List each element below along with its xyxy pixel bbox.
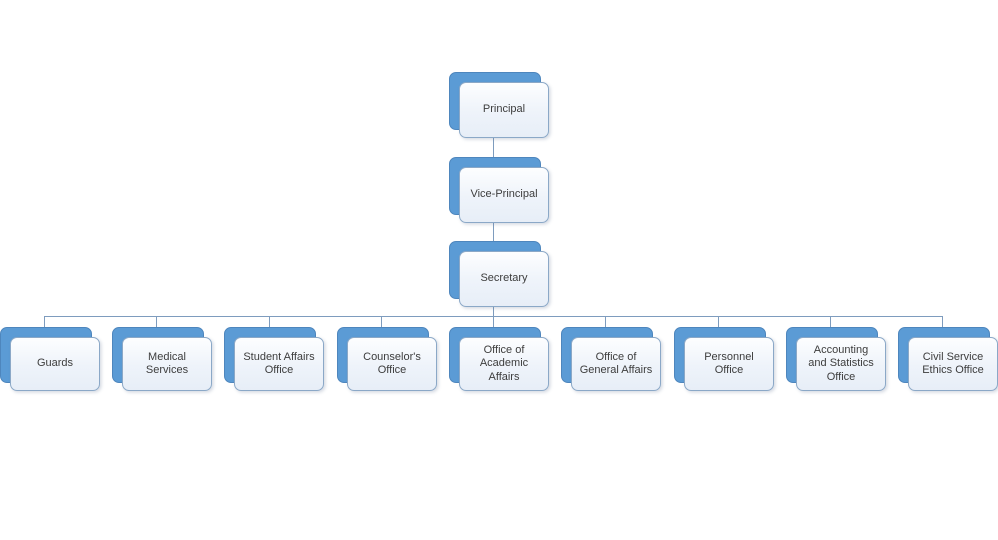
org-node-civil-service-ethics-office[interactable]: Civil Service Ethics Office	[898, 327, 998, 391]
org-node-office-of-academic-affairs[interactable]: Office of Academic Affairs	[449, 327, 549, 391]
node-label: Office of Academic Affairs	[479, 343, 529, 383]
connector-drop-general-affairs	[605, 317, 606, 331]
node-label: Accounting and Statistics Office	[808, 343, 874, 383]
connector-drop-academic-affairs	[493, 317, 494, 331]
connector-drop-medical-services	[156, 317, 157, 331]
connector-drop-personnel	[718, 317, 719, 331]
org-node-counselors-office[interactable]: Counselor's Office	[337, 327, 437, 391]
node-label: Civil Service Ethics Office	[922, 350, 984, 376]
org-node-medical-services[interactable]: Medical Services	[112, 327, 212, 391]
node-label: Medical Services	[145, 350, 189, 376]
connector-drop-counselors	[381, 317, 382, 331]
node-label: Counselor's Office	[363, 350, 421, 376]
node-label: Office of General Affairs	[579, 350, 653, 376]
org-node-office-of-general-affairs[interactable]: Office of General Affairs	[561, 327, 661, 391]
node-body: Student Affairs Office	[234, 337, 324, 391]
node-body: Vice-Principal	[459, 167, 549, 223]
org-node-principal[interactable]: Principal	[449, 72, 549, 138]
connector-vice-principal-secretary	[493, 195, 494, 285]
node-label: Secretary	[480, 272, 528, 285]
connector-drop-accounting-statistics	[830, 317, 831, 331]
node-body: Office of Academic Affairs	[459, 337, 549, 391]
node-body: Personnel Office	[684, 337, 774, 391]
node-body: Medical Services	[122, 337, 212, 391]
connector-bus-line	[44, 316, 943, 317]
node-label: Vice-Principal	[470, 188, 538, 201]
connector-principal-vice-principal	[493, 110, 494, 200]
node-body: Office of General Affairs	[571, 337, 661, 391]
connector-drop-civil-service-ethics	[942, 317, 943, 331]
node-body: Counselor's Office	[347, 337, 437, 391]
node-label: Principal	[482, 103, 526, 116]
org-node-vice-principal[interactable]: Vice-Principal	[449, 157, 549, 223]
org-node-accounting-and-statistics-office[interactable]: Accounting and Statistics Office	[786, 327, 886, 391]
node-body: Civil Service Ethics Office	[908, 337, 998, 391]
connector-drop-student-affairs	[269, 317, 270, 331]
node-body: Secretary	[459, 251, 549, 307]
node-body: Principal	[459, 82, 549, 138]
org-node-secretary[interactable]: Secretary	[449, 241, 549, 307]
node-label: Personnel Office	[704, 350, 754, 376]
node-label: Student Affairs Office	[243, 350, 315, 376]
org-node-guards[interactable]: Guards	[0, 327, 100, 391]
node-label: Guards	[36, 357, 74, 370]
node-body: Accounting and Statistics Office	[796, 337, 886, 391]
connector-drop-guards	[44, 317, 45, 331]
node-body: Guards	[10, 337, 100, 391]
org-node-student-affairs-office[interactable]: Student Affairs Office	[224, 327, 324, 391]
org-node-personnel-office[interactable]: Personnel Office	[674, 327, 774, 391]
